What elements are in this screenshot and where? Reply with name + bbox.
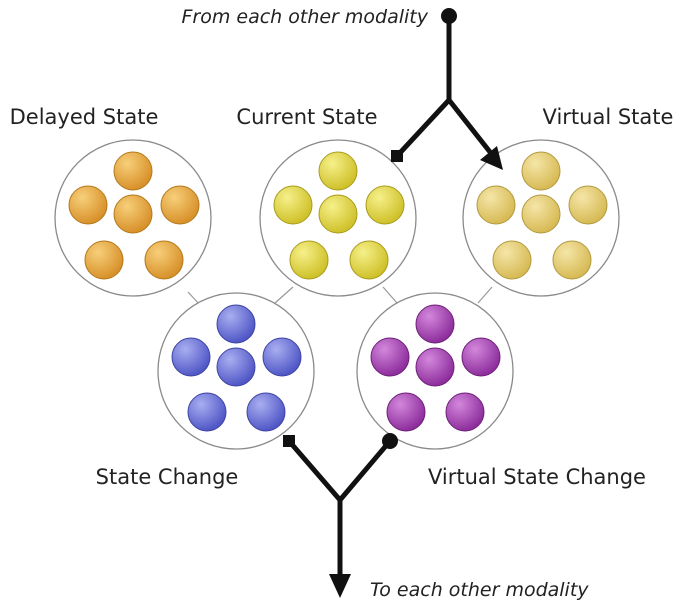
state-change-token <box>262 337 302 377</box>
state-change-token <box>246 392 286 432</box>
state-change-token <box>216 304 256 344</box>
virtual-token <box>521 151 561 191</box>
output-branch-state-change <box>286 438 343 503</box>
delayed-token <box>113 194 153 234</box>
delayed-token <box>144 240 184 280</box>
delayed-token <box>84 240 124 280</box>
label-to-modality: To each other modality <box>370 579 589 601</box>
state-change-token <box>187 392 227 432</box>
pool-virtual-state <box>462 139 620 297</box>
label-state-change: State Change <box>96 465 239 489</box>
virtual-change-token <box>445 392 485 432</box>
pool-virtual-state-change <box>356 292 514 450</box>
delayed-token <box>68 185 108 225</box>
delayed-token <box>160 185 200 225</box>
label-virtual-state-change: Virtual State Change <box>428 465 646 489</box>
dot-terminal-icon <box>382 433 398 449</box>
square-terminal-icon <box>391 150 403 162</box>
input-branch-virtual <box>446 97 493 155</box>
input-flow <box>395 13 493 158</box>
virtual-token <box>521 194 561 234</box>
virtual-token <box>568 185 608 225</box>
delayed-token <box>113 151 153 191</box>
label-virtual-state: Virtual State <box>543 105 674 129</box>
output-flow <box>286 438 393 579</box>
state-change-token <box>171 337 211 377</box>
pool-delayed-state <box>54 139 212 297</box>
connector-current-to-virtualchange <box>382 286 398 304</box>
current-token <box>318 151 358 191</box>
input-branch-current <box>395 97 452 158</box>
virtual-change-token <box>415 347 455 387</box>
pool-current-state <box>259 139 417 297</box>
source-dot-icon <box>441 8 457 24</box>
arrowhead-icon <box>480 146 503 170</box>
label-from-modality: From each other modality <box>181 6 428 28</box>
virtual-token <box>492 240 532 280</box>
current-token <box>289 240 329 280</box>
current-token <box>273 185 313 225</box>
current-token <box>365 185 405 225</box>
connector-virtual-to-virtualchange <box>477 286 493 304</box>
current-token <box>318 194 358 234</box>
down-arrowhead-icon <box>329 574 351 598</box>
label-delayed-state: Delayed State <box>10 105 159 129</box>
output-branch-virtual-change <box>337 438 393 503</box>
pool-state-change <box>157 292 315 450</box>
virtual-change-token <box>386 392 426 432</box>
virtual-change-token <box>461 337 501 377</box>
square-terminal-icon <box>283 435 295 447</box>
virtual-token <box>476 185 516 225</box>
current-token <box>349 240 389 280</box>
virtual-token <box>552 240 592 280</box>
connector-current-to-statechange <box>274 286 294 304</box>
virtual-change-token <box>415 304 455 344</box>
virtual-change-token <box>370 337 410 377</box>
label-current-state: Current State <box>236 105 377 129</box>
state-change-token <box>216 347 256 387</box>
